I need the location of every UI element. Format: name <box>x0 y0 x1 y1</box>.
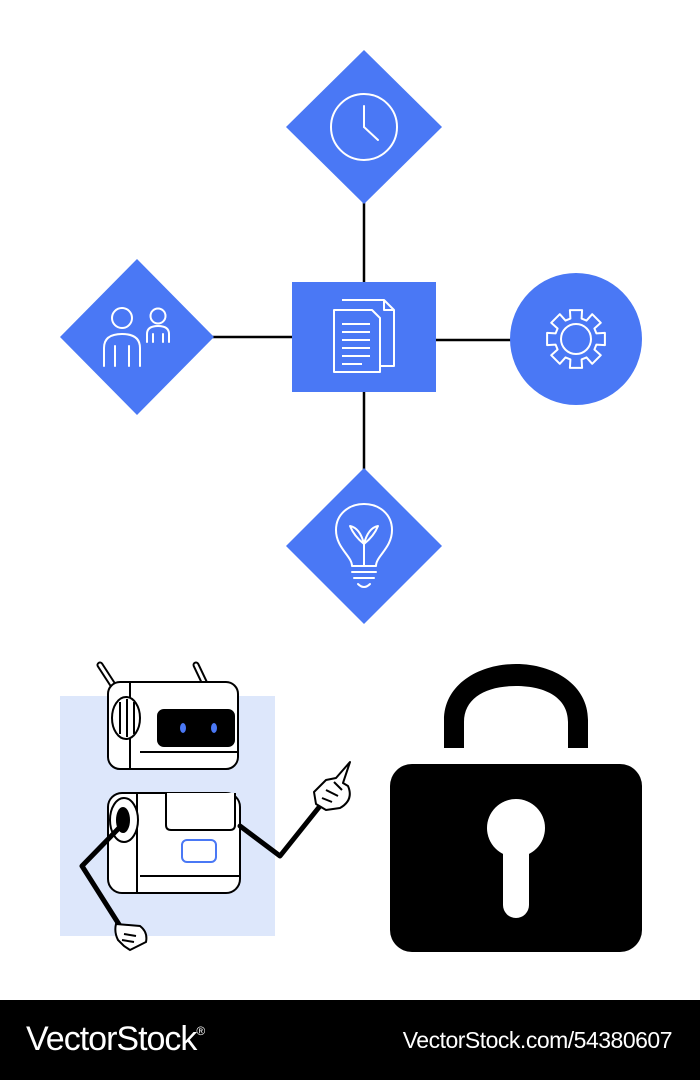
gear-icon <box>546 309 606 369</box>
node-right <box>510 273 642 405</box>
lightbulb-icon <box>335 503 393 588</box>
robot-body <box>107 792 241 894</box>
robot-head <box>107 681 239 770</box>
robot-hand-left <box>114 922 148 952</box>
node-top <box>286 50 442 204</box>
clock-icon <box>330 93 398 161</box>
hub-square <box>292 282 436 392</box>
hub-node <box>292 282 436 392</box>
keyhole-icon <box>487 799 545 918</box>
diamond-left <box>60 259 214 415</box>
padlock-shackle <box>444 664 588 748</box>
connector-lines <box>212 200 512 472</box>
watermark-footer: VectorStock® VectorStock.com/54380607 <box>0 1000 700 1080</box>
robot-chest-light <box>181 839 217 863</box>
robot-hand-right <box>313 761 351 811</box>
padlock-icon <box>390 664 642 952</box>
brand-logo: VectorStock® <box>26 1020 205 1059</box>
brand-name: VectorStock <box>26 1020 197 1058</box>
brand-registered-mark: ® <box>196 1024 205 1038</box>
robot-arms <box>79 803 323 929</box>
robot-icon <box>60 661 351 952</box>
circle-right <box>510 273 642 405</box>
document-icon <box>333 299 395 373</box>
illustration-canvas <box>60 50 642 952</box>
image-id-label: VectorStock.com/54380607 <box>402 1027 673 1053</box>
node-left <box>60 259 214 415</box>
users-icon <box>103 307 170 367</box>
node-bottom <box>286 468 442 624</box>
